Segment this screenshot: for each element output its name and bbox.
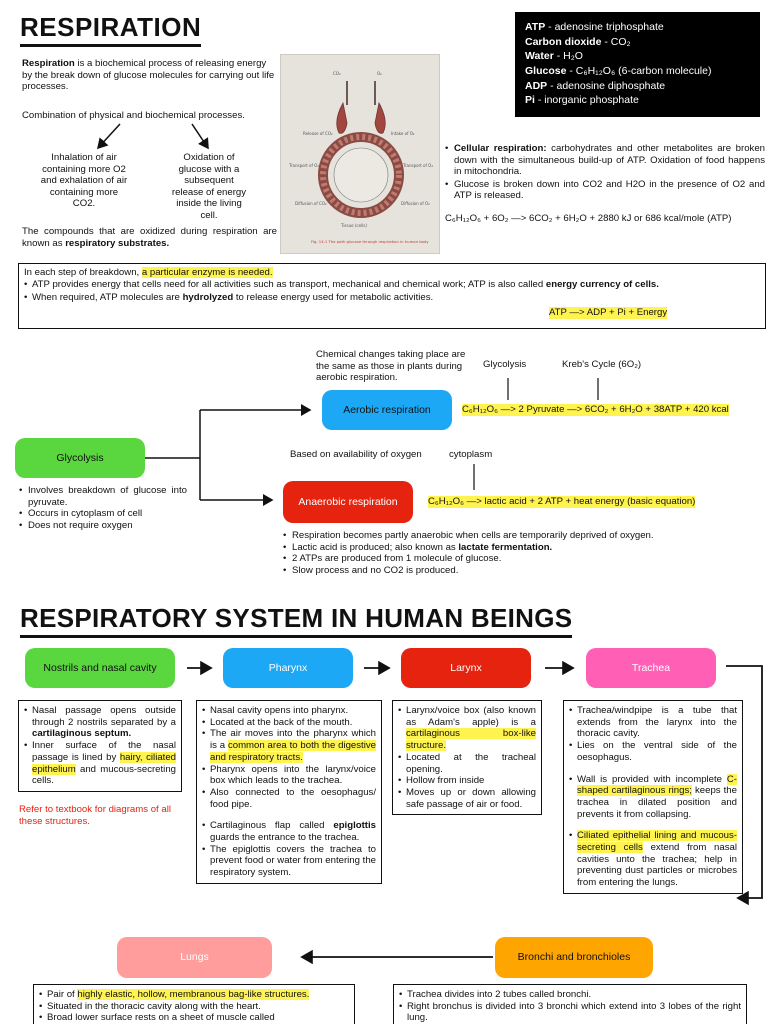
larynx-info-box: Larynx/voice box (also known as Adam's a…	[392, 700, 542, 816]
svg-text:Diffusion of CO₂: Diffusion of CO₂	[295, 201, 327, 206]
respiratory-substrates-text: The compounds that are oxidized during r…	[22, 226, 277, 249]
svg-text:Intake of O₂: Intake of O₂	[391, 131, 415, 136]
respiration-diagram-image: CO₂ O₂ Release of CO₂ Intake of O₂ Trans…	[281, 55, 439, 253]
list-item: Respiration becomes partly anaerobic whe…	[283, 530, 723, 542]
glycolysis-node: Glycolysis	[15, 438, 145, 478]
aerobic-equation: C₆H₁₂O₆ —> 2 Pyruvate —> 6CO₂ + 6H₂O + 3…	[462, 404, 729, 416]
list-item: Slow process and no CO2 is produced.	[283, 565, 723, 577]
list-item: ATP provides energy that cells need for …	[24, 279, 760, 292]
anaerobic-respiration-node: Anaerobic respiration	[283, 481, 413, 523]
lungs-info-box: Pair of highly elastic, hollow, membrano…	[33, 984, 355, 1024]
list-item: Trachea/windpipe is a tube that extends …	[569, 705, 737, 740]
list-item: Wall is provided with incomplete C-shape…	[569, 773, 737, 821]
list-item: Larynx/voice box (also known as Adam's a…	[398, 705, 536, 752]
larynx-node: Larynx	[401, 648, 531, 688]
enzyme-line: In each step of breakdown, a particular …	[24, 267, 273, 278]
glossary-row: ADP - adenosine diphosphate	[525, 79, 666, 92]
pharynx-node: Pharynx	[223, 648, 353, 688]
glycolysis-points: Involves breakdown of glucose into pyruv…	[19, 485, 187, 531]
list-item: Located at the tracheal opening.	[398, 752, 536, 775]
svg-text:Release of CO₂: Release of CO₂	[303, 131, 333, 136]
list-item: 2 ATPs are produced from 1 molecule of g…	[283, 553, 723, 565]
list-item: Cellular respiration: carbohydrates and …	[445, 143, 765, 178]
cytoplasm-label: cytoplasm	[449, 449, 493, 460]
lungs-node: Lungs	[117, 937, 272, 978]
branch-biochemical: Oxidation of glucose with a subsequent r…	[171, 152, 247, 221]
glossary-row: Glucose - C₆H₁₂O₆ (6-carbon molecule)	[525, 65, 712, 78]
combination-arrows	[96, 123, 209, 150]
list-item: Moves up or down allowing safe passage o…	[398, 787, 536, 810]
pharynx-info-box: Nasal cavity opens into pharynx. Located…	[196, 700, 382, 884]
anaerobic-points: Respiration becomes partly anaerobic whe…	[283, 530, 723, 576]
list-item: Occurs in cytoplasm of cell	[19, 508, 187, 520]
list-item: Involves breakdown of glucose into pyruv…	[19, 485, 187, 508]
intro-paragraph: Respiration is a biochemical process of …	[22, 58, 277, 93]
flow-connectors	[145, 378, 599, 506]
glossary-row: Pi - inorganic phosphate	[525, 94, 639, 107]
list-item: Trachea divides into 2 tubes called bron…	[399, 989, 741, 1001]
list-item: Located at the back of the mouth.	[202, 717, 376, 729]
list-item: Broad lower surface rests on a sheet of …	[39, 1012, 349, 1024]
list-item: Situated in the thoracic cavity along wi…	[39, 1001, 349, 1013]
glycolysis-label-top: Glycolysis	[483, 359, 527, 370]
cellular-equation: C₆H₁₂O₆ + 6O₂ —> 6CO₂ + 6H₂O + 2880 kJ o…	[445, 213, 732, 224]
enzyme-box: In each step of breakdown, a particular …	[18, 263, 766, 329]
bronchi-info-box: Trachea divides into 2 tubes called bron…	[393, 984, 747, 1024]
organ-flow-arrows	[187, 660, 763, 965]
list-item: Lactic acid is produced; also known as l…	[283, 542, 723, 554]
list-item: Lies on the ventral side of the oesophag…	[569, 740, 737, 763]
list-item: Also connected to the oesophagus/ food p…	[202, 787, 376, 810]
list-item: When required, ATP molecules are hydroly…	[24, 292, 760, 305]
list-item: Nasal passage opens outside through 2 no…	[24, 705, 176, 740]
intro-term: Respiration	[22, 58, 75, 69]
intro-text: is a biochemical process of releasing en…	[22, 58, 275, 92]
glossary-row: Carbon dioxide - CO₂	[525, 35, 631, 48]
list-item: Cartilaginous flap called epiglottis gua…	[202, 820, 376, 843]
list-item: The epiglottis covers the trachea to pre…	[202, 844, 376, 879]
trachea-node: Trachea	[586, 648, 716, 688]
svg-text:CO₂: CO₂	[333, 71, 341, 76]
cellular-respiration-notes: Cellular respiration: carbohydrates and …	[445, 143, 765, 203]
atp-equation: ATP —> ADP + Pi + Energy	[549, 307, 668, 320]
page-title: RESPIRATION	[20, 12, 202, 48]
branch-physical: Inhalation of air containing more O2 and…	[40, 152, 128, 209]
figure-caption: Fig. 14.1 The path glucose through respi…	[311, 239, 429, 244]
section-title: RESPIRATORY SYSTEM IN HUMAN BEINGS	[20, 603, 573, 639]
combination-text: Combination of physical and biochemical …	[22, 110, 245, 121]
svg-text:Tissue (cells): Tissue (cells)	[340, 223, 367, 228]
glossary-box: ATP - adenosine triphosphate Carbon diox…	[515, 12, 760, 117]
anaerobic-equation: C₆H₁₂O₆ —> lactic acid + 2 ATP + heat en…	[428, 496, 696, 508]
list-item: Inner surface of the nasal passage is li…	[24, 740, 176, 787]
list-item: Glucose is broken down into CO2 and H2O …	[445, 179, 765, 202]
respiration-figure: CO₂ O₂ Release of CO₂ Intake of O₂ Trans…	[280, 54, 440, 254]
list-item: Ciliated epithelial lining and mucous-se…	[569, 830, 737, 889]
svg-text:Transport of O₂: Transport of O₂	[288, 163, 319, 168]
bronchi-node: Bronchi and bronchioles	[495, 937, 653, 978]
glossary-row: ATP - adenosine triphosphate	[525, 21, 664, 33]
nostrils-node: Nostrils and nasal cavity	[25, 648, 175, 688]
list-item: Nasal cavity opens into pharynx.	[202, 705, 376, 717]
list-item: Pair of highly elastic, hollow, membrano…	[39, 989, 349, 1001]
list-item: Hollow from inside	[398, 775, 536, 787]
refer-textbook-note: Refer to textbook for diagrams of all th…	[19, 804, 171, 827]
aerobic-respiration-node: Aerobic respiration	[322, 390, 452, 430]
svg-text:Diffusion of O₂: Diffusion of O₂	[401, 201, 430, 206]
list-item: Pharynx opens into the larynx/voice box …	[202, 764, 376, 787]
list-item: The air moves into the pharynx which is …	[202, 728, 376, 763]
nostrils-info-box: Nasal passage opens outside through 2 no…	[18, 700, 182, 792]
svg-text:O₂: O₂	[377, 71, 382, 76]
trachea-info-box: Trachea/windpipe is a tube that extends …	[563, 700, 743, 894]
chemical-changes-note: Chemical changes taking place are the sa…	[316, 349, 466, 383]
glossary-row: Water - H₂O	[525, 50, 583, 63]
list-item: Right bronchus is divided into 3 bronchi…	[399, 1001, 741, 1024]
list-item: Does not require oxygen	[19, 520, 187, 532]
oxygen-basis-note: Based on availability of oxygen	[290, 449, 422, 460]
krebs-cycle-label: Kreb's Cycle (6O₂)	[562, 359, 642, 370]
svg-text:Transport of O₂: Transport of O₂	[402, 163, 433, 168]
